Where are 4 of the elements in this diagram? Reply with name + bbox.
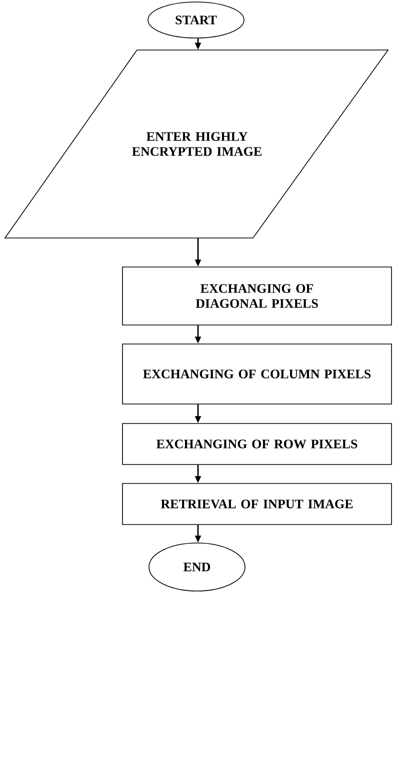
process-box: EXCHANGING OF COLUMN PIXELS (122, 344, 392, 404)
process-box: RETRIEVAL OF INPUT IMAGE (122, 483, 392, 525)
process-box: EXCHANGING OF DIAGONAL PIXELS (122, 266, 392, 326)
process-box: EXCHANGING OF ROW PIXELS (122, 423, 392, 465)
